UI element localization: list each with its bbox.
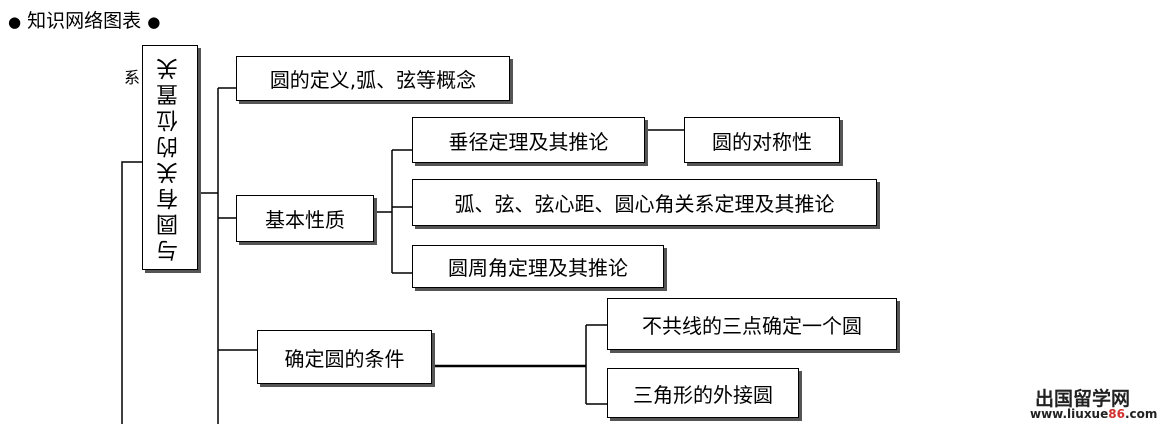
vertical-topic-box: 与圆有关的位置关 <box>142 45 198 270</box>
node-perpendicular-theorem: 垂径定理及其推论 <box>412 117 645 163</box>
bullet-left-icon: ● <box>8 13 22 31</box>
node-three-points-label: 不共线的三点确定一个圆 <box>642 313 862 338</box>
node-definition-label: 圆的定义,弧、弦等概念 <box>269 68 477 92</box>
node-circumcircle-label: 三角形的外接圆 <box>633 382 773 407</box>
node-perpendicular-theorem-label: 垂径定理及其推论 <box>448 129 609 154</box>
node-circumcircle: 三角形的外接圆 <box>607 368 799 418</box>
node-inscribed-angle-theorem: 圆周角定理及其推论 <box>412 245 664 288</box>
page-title: ● 知识网络图表 ● <box>8 8 160 35</box>
node-inscribed-angle-theorem-label: 圆周角定理及其推论 <box>448 256 628 280</box>
vertical-overflow-char: 系 <box>124 68 141 87</box>
node-conditions: 确定圆的条件 <box>257 330 432 384</box>
watermark-site-name: 出国留学网 <box>1035 388 1131 410</box>
node-definition: 圆的定义,弧、弦等概念 <box>236 56 510 101</box>
node-arc-chord-theorem: 弧、弦、弦心距、圆心角关系定理及其推论 <box>412 179 877 226</box>
node-conditions-label: 确定圆的条件 <box>284 346 405 371</box>
watermark-url: www.liuxue86.com <box>1030 407 1157 421</box>
trunk-line <box>121 161 142 424</box>
vertical-topic-label: 与圆有关的位置关 <box>157 53 182 262</box>
node-symmetry: 圆的对称性 <box>684 117 840 163</box>
node-arc-chord-theorem-label: 弧、弦、弦心距、圆心角关系定理及其推论 <box>454 192 835 216</box>
watermark-url-highlight: 86 <box>1108 407 1125 421</box>
bullet-right-icon: ● <box>147 13 161 31</box>
node-basic-properties: 基本性质 <box>236 195 374 242</box>
title-text: 知识网络图表 <box>27 10 142 32</box>
watermark-url-suffix: .com <box>1124 407 1158 421</box>
watermark-url-prefix: www.liuxue <box>1030 407 1109 421</box>
node-basic-properties-label: 基本性质 <box>265 208 345 232</box>
node-three-points: 不共线的三点确定一个圆 <box>607 298 897 350</box>
node-symmetry-label: 圆的对称性 <box>712 129 812 154</box>
